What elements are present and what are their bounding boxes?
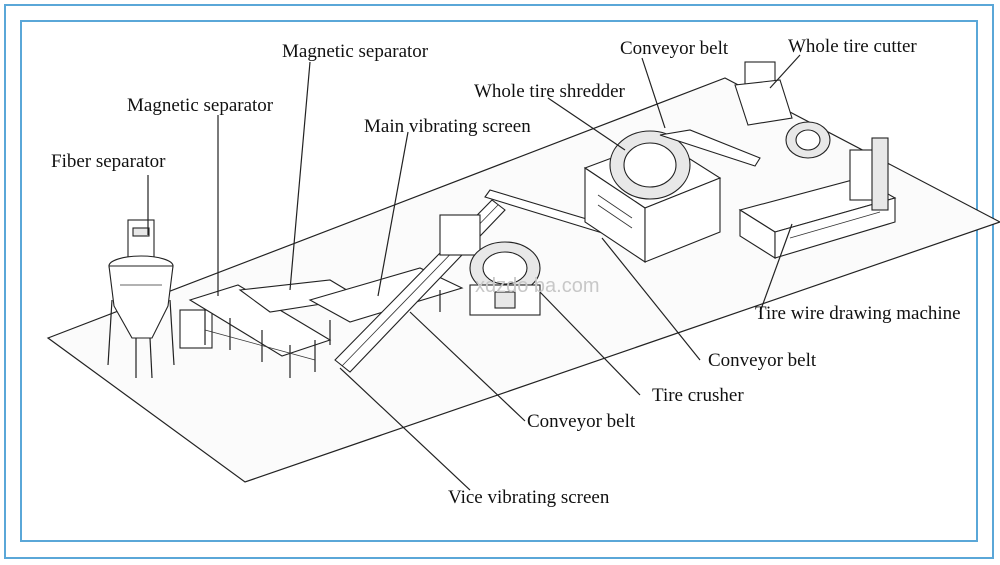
label-conveyor-belt-top: Conveyor belt — [620, 38, 729, 59]
label-whole-tire-shredder: Whole tire shredder — [474, 81, 626, 102]
tire-crusher-machine — [439, 214, 541, 316]
vibrating-screen-table — [188, 279, 362, 378]
leader-lines — [147, 54, 801, 491]
label-main-vibrating-screen: Main vibrating screen — [364, 116, 531, 137]
label-tire-wire-drawing-machine: Tire wire drawing machine — [755, 303, 961, 324]
fiber-separator-machine — [107, 219, 213, 379]
label-tire-crusher: Tire crusher — [652, 385, 744, 406]
tire-wire-drawing-machine — [738, 137, 897, 259]
label-conveyor-belt-bottom: Conveyor belt — [527, 411, 636, 432]
label-magnetic-separator-top: Magnetic separator — [282, 41, 429, 62]
label-conveyor-belt-right: Conveyor belt — [708, 350, 817, 371]
watermark: xdzdo ba.com — [475, 275, 600, 297]
whole-tire-shredder-machine — [583, 129, 761, 264]
label-vice-vibrating-screen: Vice vibrating screen — [448, 487, 610, 508]
inner-frame — [20, 20, 978, 542]
outer-frame — [4, 4, 994, 559]
label-fiber-separator: Fiber separator — [51, 151, 166, 172]
label-magnetic-separator-left: Magnetic separator — [127, 95, 274, 116]
whole-tire-cutter-machine — [734, 61, 831, 159]
label-whole-tire-cutter: Whole tire cutter — [788, 36, 917, 57]
